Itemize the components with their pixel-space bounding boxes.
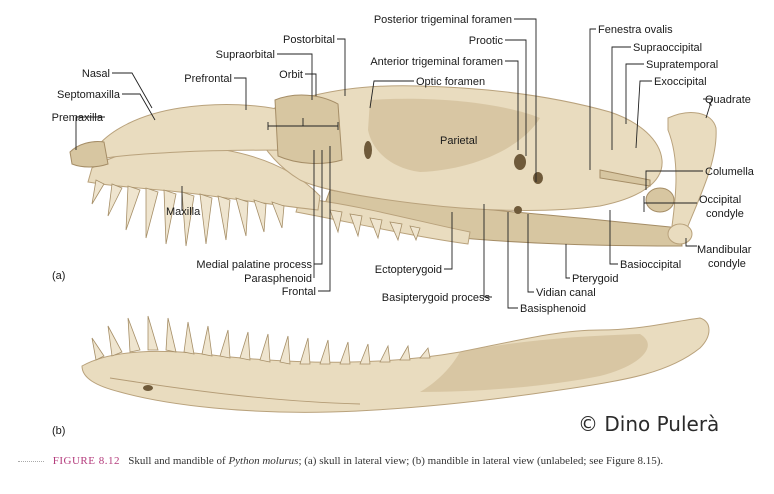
label-mandibular-condyle-line1: Mandibular xyxy=(697,244,752,256)
copyright-credit: © Dino Pulerà xyxy=(578,412,719,436)
label-orbit: Orbit xyxy=(279,69,303,81)
caption-species: Python molurus xyxy=(228,455,299,467)
label-parasphenoid: Parasphenoid xyxy=(244,273,312,285)
optic-foramen-hole xyxy=(364,141,372,159)
label-septomaxilla: Septomaxilla xyxy=(57,89,121,101)
maxillary-teeth xyxy=(91,179,285,247)
label-parietal: Parietal xyxy=(440,135,477,147)
pterygoid-teeth xyxy=(329,209,421,242)
label-premaxilla: Premaxilla xyxy=(52,112,104,124)
panel-label-b: (b) xyxy=(52,425,65,437)
label-frontal: Frontal xyxy=(282,286,316,298)
label-supraorbital: Supraorbital xyxy=(216,49,275,61)
label-ectopterygoid: Ectopterygoid xyxy=(375,264,442,276)
figure-number: FIGURE 8.12 xyxy=(52,455,120,467)
anterior-trigeminal-foramen-hole xyxy=(514,154,526,170)
quadrate-bone xyxy=(667,112,717,227)
label-basipterygoid-process: Basipterygoid process xyxy=(382,292,491,304)
label-supraoccipital: Supraoccipital xyxy=(633,42,702,54)
caption-rule xyxy=(18,460,44,462)
label-medial-palatine-process: Medial palatine process xyxy=(196,259,312,271)
orbit-bracket xyxy=(267,118,339,130)
label-posterior-trigeminal-foramen: Posterior trigeminal foramen xyxy=(374,14,512,26)
label-quadrate: Quadrate xyxy=(705,94,751,106)
vidian-canal-hole xyxy=(514,206,522,214)
label-postorbital: Postorbital xyxy=(283,34,335,46)
mandibular-condyle-bone xyxy=(667,223,693,245)
label-basioccipital: Basioccipital xyxy=(620,259,681,271)
label-occipital-condyle-line2: condyle xyxy=(706,208,744,220)
label-prefrontal: Prefrontal xyxy=(184,73,232,85)
anatomy-labels: Nasal Septomaxilla Premaxilla Prefrontal… xyxy=(52,14,755,315)
panel-label-a: (a) xyxy=(52,270,65,282)
label-nasal: Nasal xyxy=(82,68,110,80)
caption-text-after: ; (a) skull in lateral view; (b) mandibl… xyxy=(298,455,664,467)
label-exoccipital: Exoccipital xyxy=(654,76,707,88)
columella-bone xyxy=(599,169,651,187)
label-pterygoid: Pterygoid xyxy=(572,273,618,285)
mental-foramen-hole xyxy=(143,385,153,391)
posterior-trigeminal-foramen-hole xyxy=(533,172,543,184)
leader-lines xyxy=(75,18,713,309)
label-optic-foramen: Optic foramen xyxy=(416,76,485,88)
orbit-bones xyxy=(274,94,343,164)
label-anterior-trigeminal-foramen: Anterior trigeminal foramen xyxy=(370,56,503,68)
mandible-illustration xyxy=(81,315,710,413)
mandibular-teeth xyxy=(91,315,431,365)
label-basisphenoid: Basisphenoid xyxy=(520,303,586,315)
caption-text-before: Skull and mandible of xyxy=(128,455,229,467)
label-supratemporal: Supratemporal xyxy=(646,59,718,71)
label-fenestra-ovalis: Fenestra ovalis xyxy=(598,24,673,36)
figure-caption: FIGURE 8.12 Skull and mandible of Python… xyxy=(18,455,768,467)
skull-illustration xyxy=(69,85,717,247)
label-prootic: Prootic xyxy=(469,35,504,47)
premaxilla-bone xyxy=(69,141,109,168)
label-occipital-condyle-line1: Occipital xyxy=(699,194,741,206)
label-maxilla: Maxilla xyxy=(166,206,201,218)
occipital-condyle-bone xyxy=(645,187,675,213)
label-mandibular-condyle-line2: condyle xyxy=(708,258,746,270)
label-columella: Columella xyxy=(705,166,755,178)
label-vidian-canal: Vidian canal xyxy=(536,287,596,299)
